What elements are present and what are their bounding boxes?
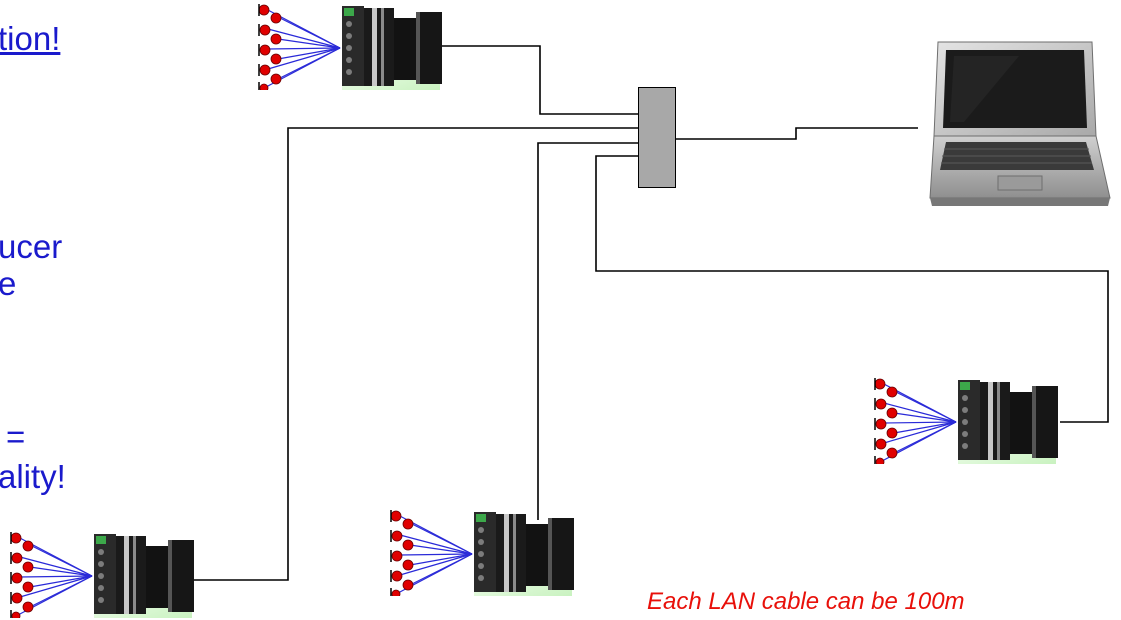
network-switch xyxy=(638,87,676,188)
text-fragment-3: e xyxy=(0,265,17,302)
data-acquisition-unit-bottom-left xyxy=(6,530,196,620)
data-acquisition-unit-right xyxy=(870,378,1060,464)
cable-laptop xyxy=(675,127,918,140)
cable-top-unit xyxy=(440,45,638,115)
cable-right-unit xyxy=(595,155,1109,423)
data-acquisition-unit-bottom-center xyxy=(386,510,576,596)
text-fragment-5: ality! xyxy=(0,458,66,495)
text-fragment-1: tion! xyxy=(0,20,61,57)
cable-length-note: Each LAN cable can be 100m xyxy=(647,588,965,615)
data-acquisition-unit-top xyxy=(254,4,444,90)
text-fragment-2: ucer xyxy=(0,228,63,265)
laptop-icon xyxy=(929,41,1111,206)
text-fragment-4: = xyxy=(6,418,26,455)
cable-bottom-center-unit xyxy=(537,142,638,520)
cable-bottom-left-unit xyxy=(190,127,638,581)
